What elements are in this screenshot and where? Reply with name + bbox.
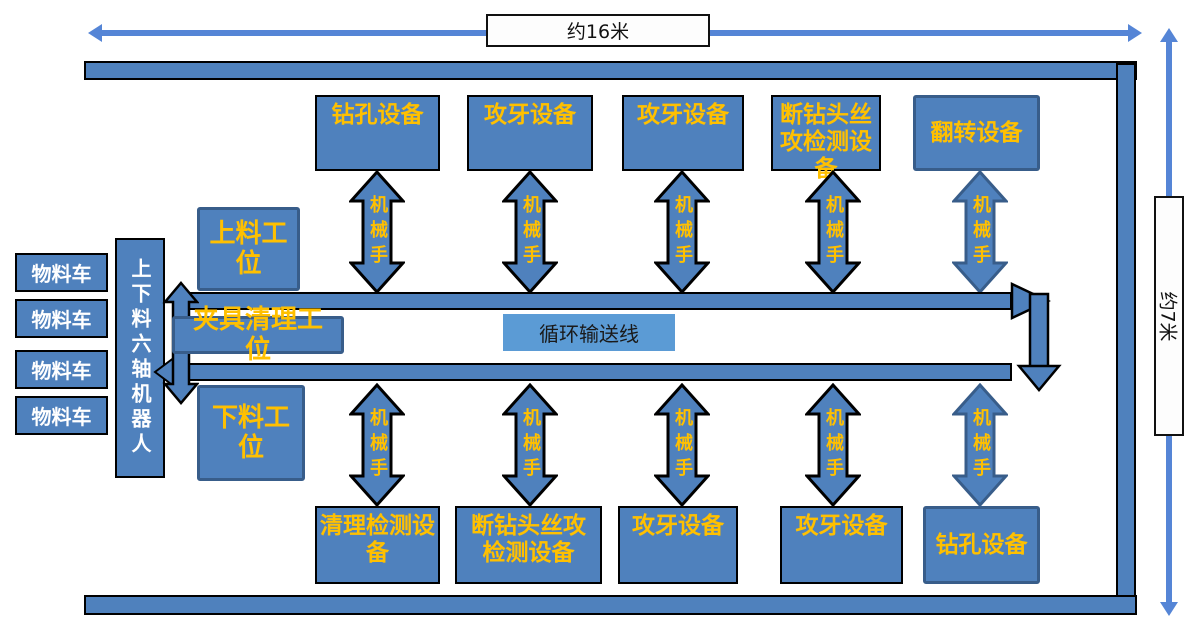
loading-station: 上料工位	[197, 207, 300, 291]
equipment-label: 攻牙设备	[632, 513, 724, 539]
equipment-drilling-bottom: 钻孔设备	[923, 506, 1040, 584]
height-dimension-text: 约7米	[1156, 290, 1179, 342]
conveyor-label-text: 循环输送线	[539, 322, 639, 346]
height-dimension-label: 约7米	[1154, 196, 1184, 436]
conveyor-return-arrow	[1010, 282, 1062, 392]
building-wall-right	[1116, 63, 1136, 597]
manipulator-arm-bottom-5: 机械手	[952, 383, 1008, 507]
equipment-label: 攻牙设备	[795, 513, 888, 539]
manipulator-label: 机械手	[520, 407, 541, 483]
width-dimension-text: 约16米	[566, 21, 630, 43]
fixture-cleaning-station: 夹具清理工位	[172, 305, 344, 365]
cart-label: 物料车	[31, 308, 92, 332]
robot-label: 上下料六轴机器人	[128, 258, 152, 458]
manipulator-label: 机械手	[823, 194, 844, 270]
manipulator-label: 机械手	[970, 194, 991, 270]
equipment-label: 清理检测设备	[320, 513, 435, 566]
manipulator-label: 机械手	[672, 194, 693, 270]
equipment-label: 攻牙设备	[637, 102, 729, 128]
material-cart-2: 物料车	[15, 299, 108, 338]
cart-label: 物料车	[31, 359, 92, 383]
material-cart-1: 物料车	[15, 253, 108, 292]
double-arrow-icon	[654, 383, 710, 507]
equipment-label: 钻孔设备	[935, 531, 1028, 558]
equipment-tapping-top-2: 攻牙设备	[622, 95, 744, 171]
building-wall-top	[84, 61, 1137, 80]
manipulator-arm-top-2: 机械手	[502, 170, 558, 294]
equipment-label: 钻孔设备	[331, 102, 424, 128]
unloading-station: 下料工位	[197, 385, 305, 481]
manipulator-arm-bottom-4: 机械手	[805, 383, 861, 507]
equipment-tapping-bottom-1: 攻牙设备	[618, 506, 738, 584]
material-cart-3: 物料车	[15, 350, 108, 389]
equipment-broken-drill-detect-bottom: 断钻头丝攻检测设备	[455, 506, 602, 584]
manipulator-label: 机械手	[367, 194, 388, 270]
equipment-label: 攻牙设备	[484, 102, 576, 128]
equipment-tapping-top-1: 攻牙设备	[467, 95, 593, 171]
equipment-broken-drill-detect-top: 断钻头丝攻检测设备	[771, 95, 881, 182]
double-arrow-icon	[805, 383, 861, 507]
manipulator-label: 机械手	[367, 407, 388, 483]
equipment-drilling-top: 钻孔设备	[315, 95, 440, 171]
manipulator-arm-top-1: 机械手	[349, 170, 405, 294]
double-arrow-icon	[952, 383, 1008, 507]
station-label: 下料工位	[211, 403, 290, 463]
equipment-tapping-bottom-2: 攻牙设备	[780, 506, 903, 584]
manipulator-arm-bottom-2: 机械手	[502, 383, 558, 507]
manipulator-arm-bottom-1: 机械手	[349, 383, 405, 507]
manipulator-arm-bottom-3: 机械手	[654, 383, 710, 507]
conveyor-bottom-belt	[176, 363, 1012, 381]
manipulator-label: 机械手	[823, 407, 844, 483]
equipment-cleaning-detect-bottom: 清理检测设备	[315, 506, 440, 584]
conveyor-label: 循环输送线	[503, 314, 675, 351]
building-wall-bottom	[84, 595, 1137, 615]
cart-label: 物料车	[31, 262, 92, 286]
manipulator-label: 机械手	[672, 407, 693, 483]
manipulator-arm-top-4: 机械手	[805, 170, 861, 294]
station-label: 夹具清理工位	[192, 305, 323, 365]
equipment-label: 翻转设备	[930, 119, 1023, 146]
manipulator-arm-top-5: 机械手	[952, 170, 1008, 294]
manipulator-arm-top-3: 机械手	[654, 170, 710, 294]
equipment-label: 断钻头丝攻检测设备	[471, 513, 586, 566]
station-label: 上料工位	[209, 219, 288, 279]
material-cart-4: 物料车	[15, 396, 108, 435]
double-arrow-icon	[349, 383, 405, 507]
manipulator-label: 机械手	[520, 194, 541, 270]
width-dimension-label: 约16米	[486, 14, 710, 47]
manipulator-label: 机械手	[970, 407, 991, 483]
equipment-flipping-top: 翻转设备	[913, 95, 1040, 171]
double-arrow-icon	[502, 383, 558, 507]
cart-label: 物料车	[31, 405, 92, 429]
loading-unloading-robot: 上下料六轴机器人	[115, 238, 165, 478]
equipment-label: 断钻头丝攻检测设备	[780, 102, 872, 182]
